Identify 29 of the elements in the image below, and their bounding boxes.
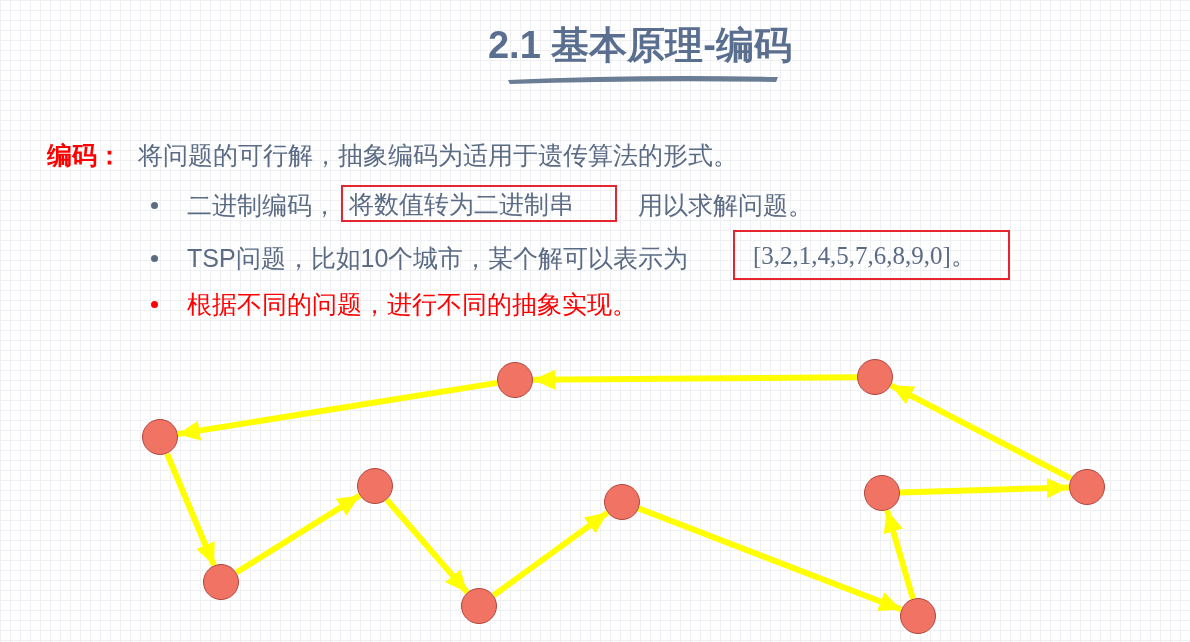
city-circle: [857, 359, 893, 395]
arrow: [491, 510, 610, 598]
city-circle: [1069, 469, 1105, 505]
city-circle: [900, 598, 936, 634]
sentence: 二进制编码，: [187, 190, 337, 221]
arrow: [532, 369, 858, 390]
arrow: [234, 492, 362, 576]
arrow: [384, 497, 470, 595]
city-circle: [604, 484, 640, 520]
arrow: [177, 379, 498, 441]
arrow: [164, 452, 217, 567]
city-circle: [357, 468, 393, 504]
city-circle: [497, 362, 533, 398]
city-circle: [461, 588, 497, 624]
arrow: [899, 478, 1070, 499]
sentence: TSP问题，比如10个城市，某个解可以表示为: [187, 243, 689, 274]
sentence: 用以求解问题。: [638, 190, 813, 221]
arrow: [889, 382, 1073, 482]
heading-label: 编码：: [47, 140, 122, 171]
city-circle: [142, 419, 178, 455]
title: 2.1 基本原理-编码: [486, 23, 793, 68]
city-circle: [864, 475, 900, 511]
city-circle: [203, 564, 239, 600]
highlight-box: [3,2,1,4,5,7,6,8,9,0]。: [733, 230, 1010, 280]
sentence: 根据不同的问题，进行不同的抽象实现。: [187, 289, 637, 320]
highlight-box: 将数值转为二进制串: [341, 185, 617, 222]
arrow: [637, 505, 903, 613]
arrow: [883, 509, 916, 600]
sentence: 将问题的可行解，抽象编码为适用于遗传算法的形式。: [138, 140, 738, 171]
